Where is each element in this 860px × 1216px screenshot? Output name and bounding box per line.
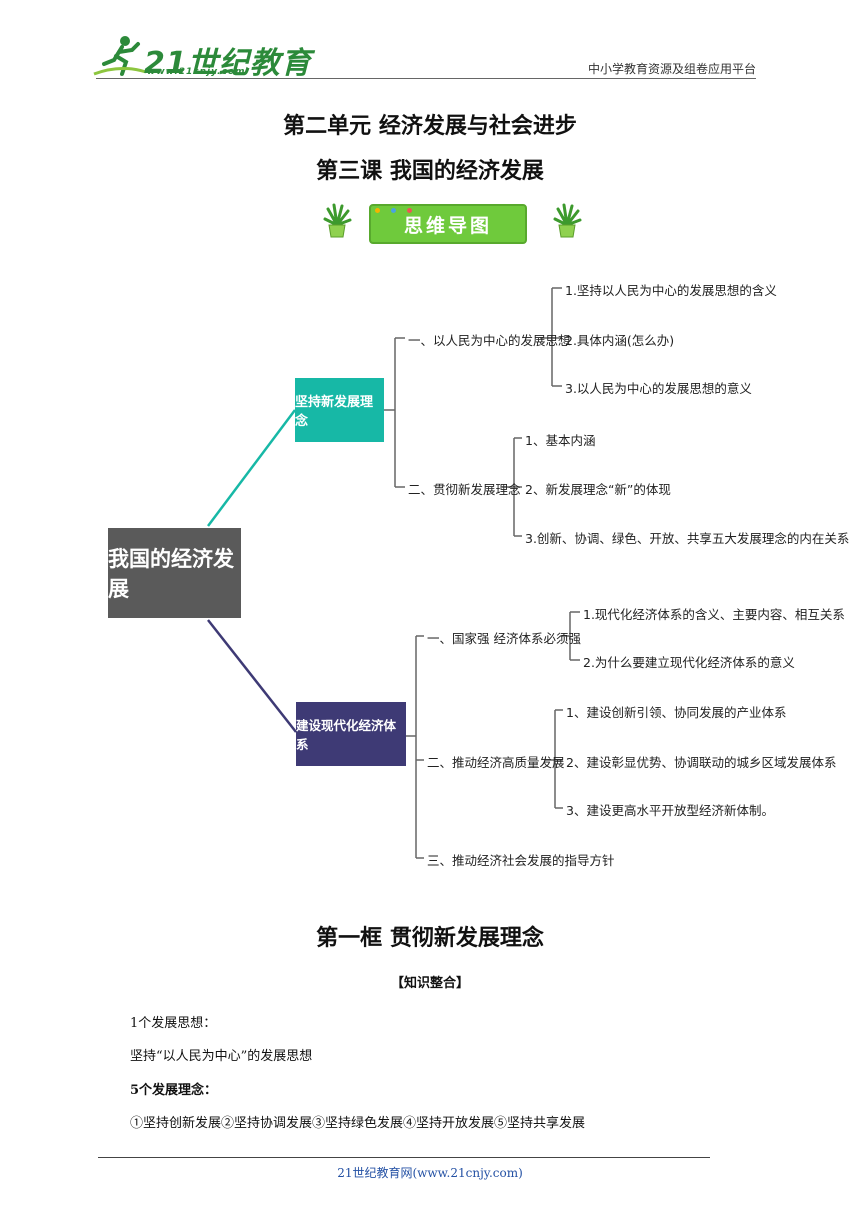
header-divider bbox=[96, 78, 756, 79]
content-line-4: ①坚持创新发展②坚持协调发展③坚持绿色发展④坚持开放发展⑤坚持共享发展 bbox=[130, 1116, 586, 1131]
content-line-2: 坚持“以人民为中心”的发展思想 bbox=[130, 1049, 313, 1064]
runner-logo-icon bbox=[93, 36, 147, 76]
branch2-sub1: 一、国家强 经济体系必须强 bbox=[427, 631, 581, 646]
banner: 思维导图 bbox=[369, 204, 527, 244]
branch2-sub2-item1: 1、建设创新引领、协同发展的产业体系 bbox=[566, 705, 787, 720]
mindmap-connectors bbox=[207, 287, 580, 859]
banner-dots bbox=[367, 198, 427, 213]
logo-text: 21世纪教育 bbox=[144, 46, 312, 81]
header-tagline: 中小学教育资源及组卷应用平台 bbox=[587, 62, 756, 76]
logo bbox=[92, 34, 148, 78]
footer-text: 21世纪教育网(www.21cnjy.com) bbox=[337, 1166, 523, 1180]
mindmap-root: 我国的经济发展 bbox=[108, 528, 241, 618]
branch2-sub2-item3: 3、建设更高水平开放型经济新体制。 bbox=[566, 803, 774, 818]
section-title: 第一框 贯彻新发展理念 bbox=[316, 925, 544, 951]
branch1-sub2-item3: 3.创新、协调、绿色、开放、共享五大发展理念的内在关系 bbox=[525, 531, 850, 546]
footer-divider bbox=[98, 1157, 710, 1158]
lesson-title: 第三课 我国的经济发展 bbox=[316, 158, 544, 184]
branch1-sub1-item3: 3.以人民为中心的发展思想的意义 bbox=[565, 381, 752, 396]
branch2-sub2-item2: 2、建设彰显优势、协调联动的城乡区域发展体系 bbox=[566, 755, 837, 770]
content-line-1: 1个发展思想： bbox=[130, 1016, 217, 1031]
branch2-sub3: 三、推动经济社会发展的指导方针 bbox=[427, 853, 615, 868]
plant-left-icon bbox=[322, 203, 352, 243]
branch1-sub2-item2: 2、新发展理念“新”的体现 bbox=[525, 482, 671, 497]
branch1-sub1-item1: 1.坚持以人民为中心的发展思想的含义 bbox=[565, 283, 777, 298]
branch-modern-economic-system: 建设现代化经济体系 bbox=[296, 702, 406, 766]
branch2-sub2: 二、推动经济高质量发展 bbox=[427, 755, 565, 770]
logo-url: www.21cnjy.com bbox=[147, 67, 246, 77]
branch1-sub2-item1: 1、基本内涵 bbox=[525, 433, 596, 448]
banner-label: 思维导图 bbox=[403, 214, 492, 237]
branch1-sub1: 一、以人民为中心的发展思想 bbox=[408, 333, 571, 348]
unit-title: 第二单元 经济发展与社会进步 bbox=[283, 113, 577, 139]
plant-right-icon bbox=[552, 203, 582, 243]
branch2-sub1-item2: 2.为什么要建立现代化经济体系的意义 bbox=[583, 655, 795, 670]
branch1-sub1-item2: 2.具体内涵(怎么办) bbox=[565, 333, 675, 348]
branch-new-development-concept: 坚持新发展理念 bbox=[295, 378, 384, 442]
knowledge-heading: 【知识整合】 bbox=[390, 976, 469, 991]
content-line-3: 5个发展理念： bbox=[130, 1083, 218, 1098]
branch1-sub2: 二、贯彻新发展理念 bbox=[408, 482, 521, 497]
branch2-sub1-item1: 1.现代化经济体系的含义、主要内容、相互关系 bbox=[583, 607, 845, 622]
